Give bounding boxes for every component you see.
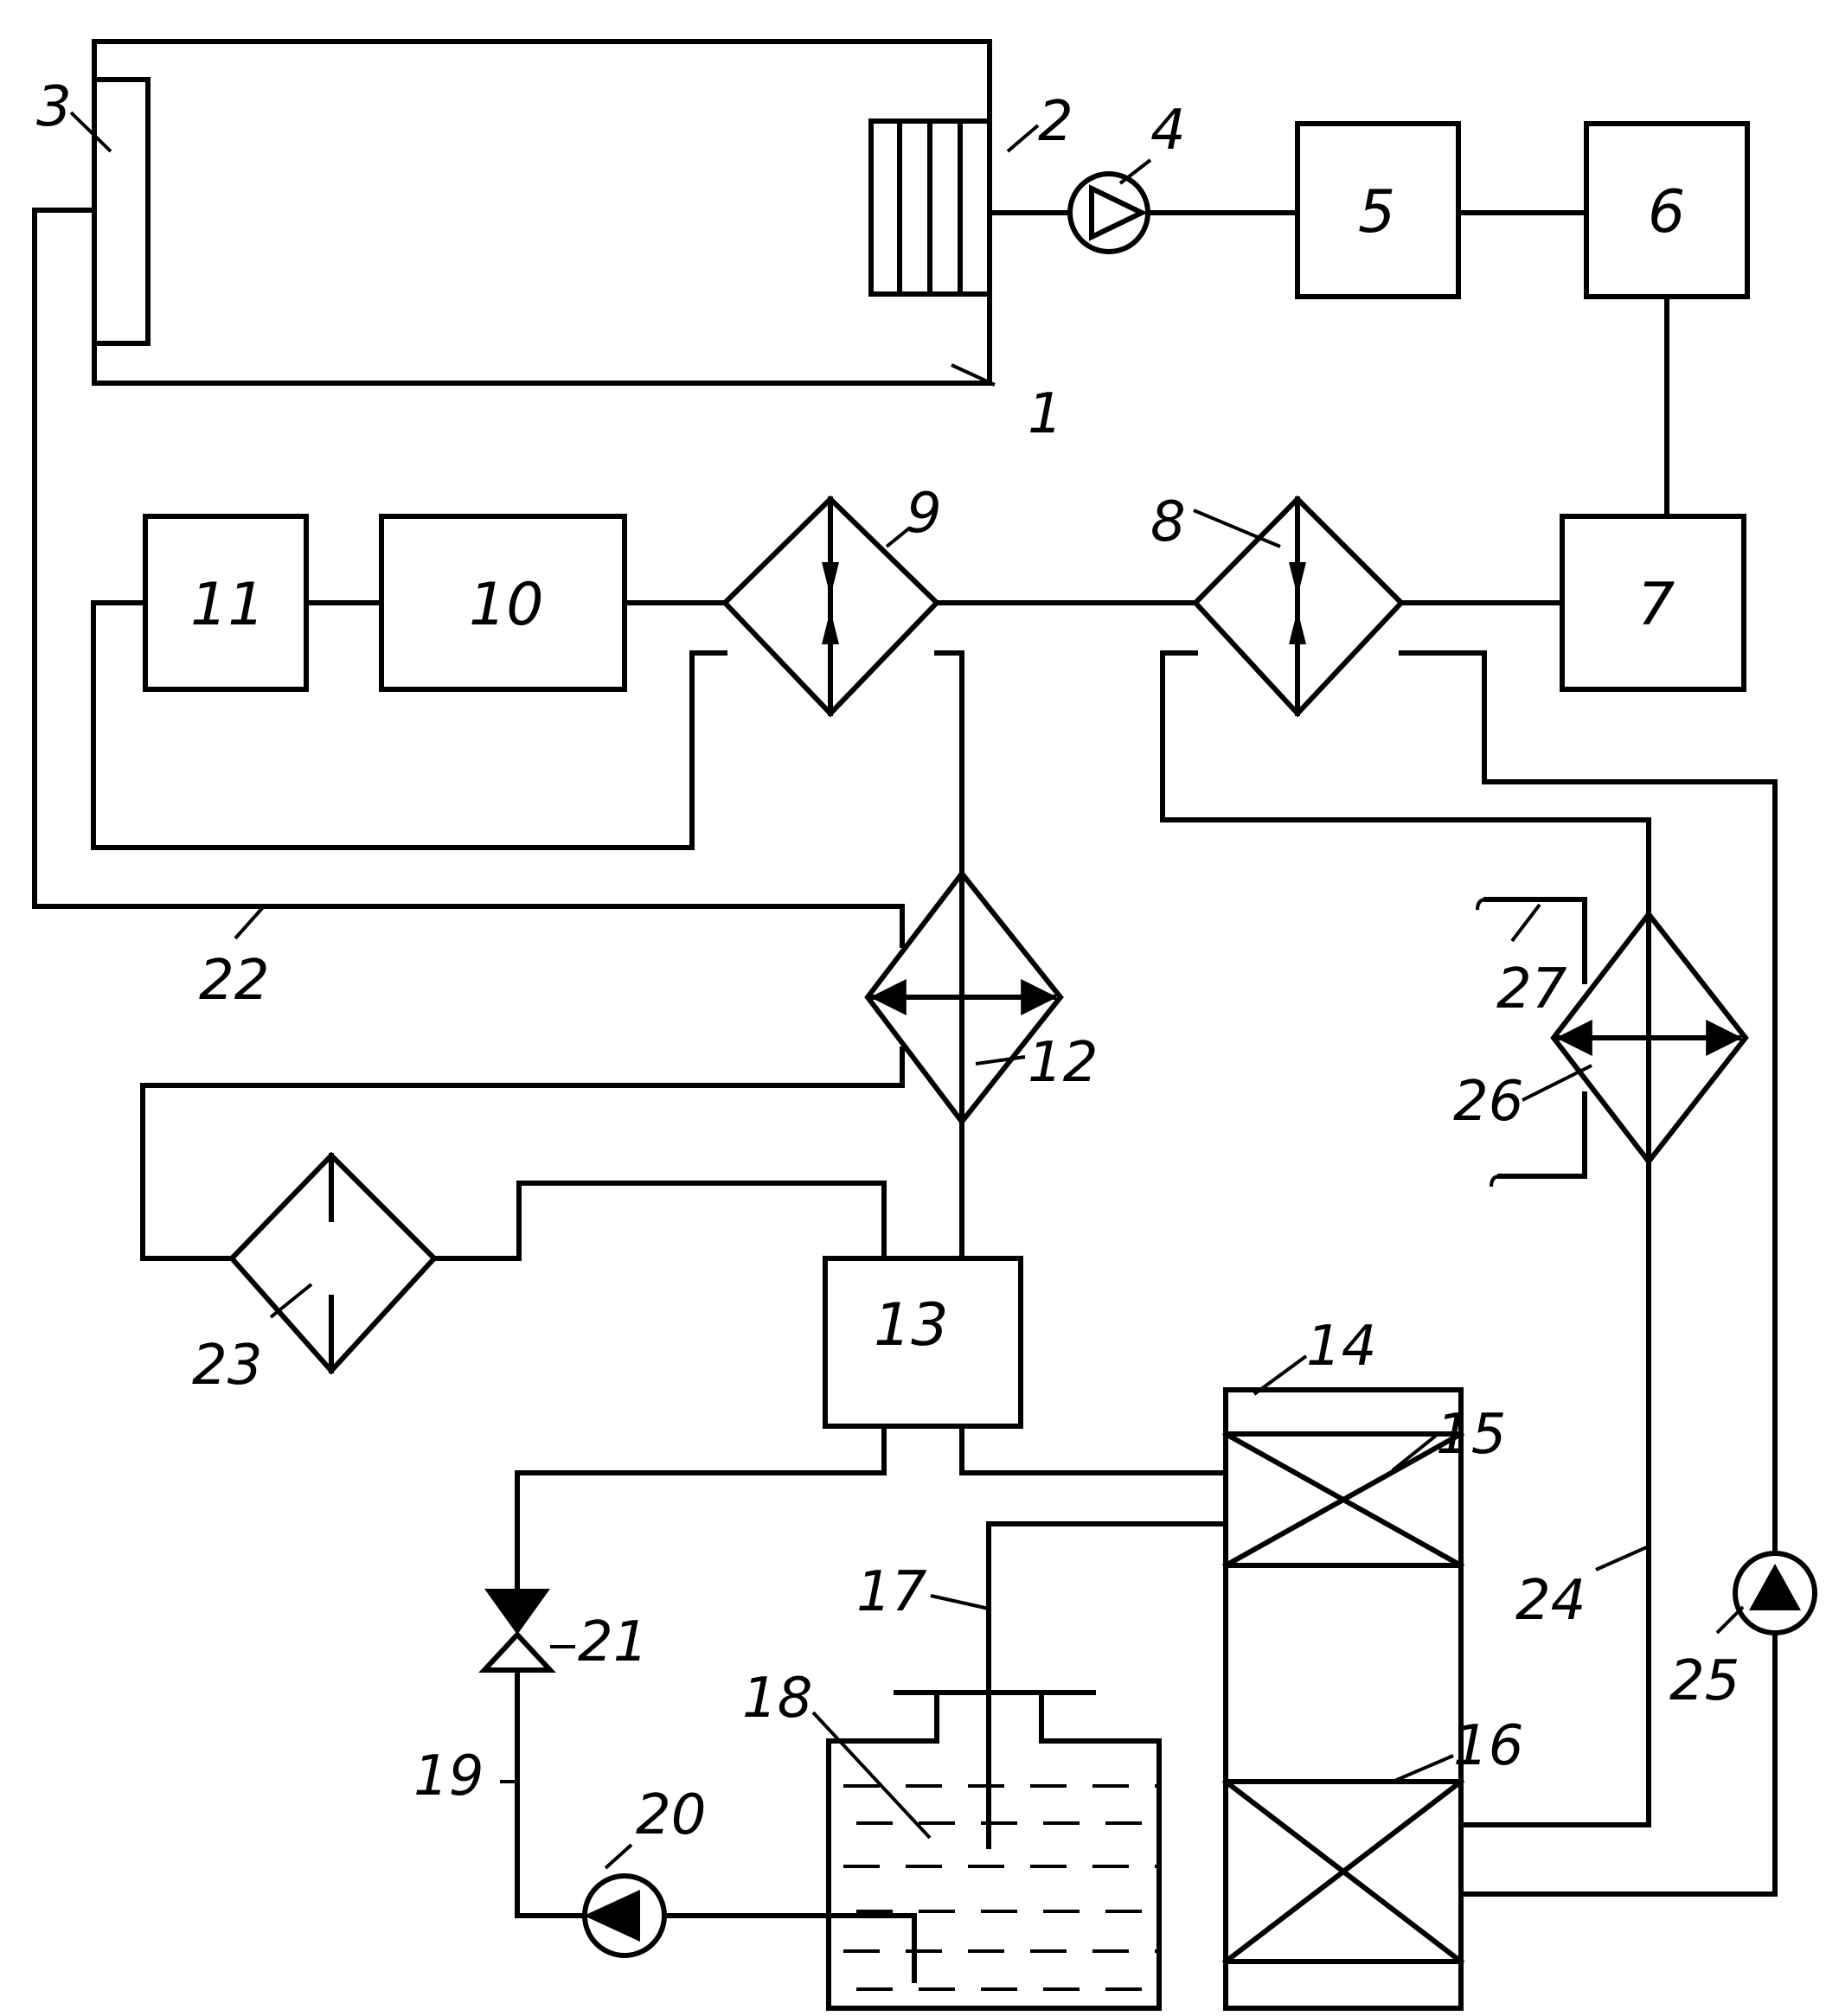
label-3: 3 [36, 75, 72, 139]
label-4: 4 [1150, 99, 1186, 163]
label-25: 25 [1669, 1649, 1740, 1713]
column-14 [1226, 1390, 1461, 2008]
label-8: 8 [1150, 490, 1186, 554]
tank-18 [829, 1693, 1159, 2008]
label-24: 24 [1515, 1569, 1586, 1633]
label-14: 14 [1306, 1315, 1376, 1379]
valve-21 [484, 1589, 550, 1670]
label-16: 16 [1453, 1714, 1523, 1778]
labels: 1 2 3 4 5 6 7 8 9 10 11 12 13 14 15 16 1… [36, 75, 1740, 1847]
label-17: 17 [856, 1560, 927, 1624]
pump-4 [1070, 174, 1148, 252]
grid-2 [871, 121, 990, 294]
label-13: 13 [874, 1291, 949, 1360]
label-6: 6 [1648, 178, 1685, 246]
label-26: 26 [1453, 1070, 1523, 1134]
label-23: 23 [192, 1334, 262, 1398]
label-19: 19 [413, 1744, 484, 1808]
label-1: 1 [1028, 382, 1063, 446]
label-11: 11 [190, 571, 266, 639]
label-12: 12 [1028, 1031, 1098, 1095]
label-15: 15 [1436, 1403, 1506, 1467]
exchanger-8 [1195, 499, 1401, 714]
label-18: 18 [742, 1667, 812, 1731]
plate-3 [94, 80, 148, 343]
label-2: 2 [1038, 90, 1073, 154]
label-21: 21 [578, 1610, 648, 1674]
label-20: 20 [636, 1783, 706, 1847]
chamber-1 [94, 42, 990, 383]
label-22: 22 [199, 949, 269, 1013]
pump-25 [1735, 1553, 1815, 1633]
label-10: 10 [469, 571, 544, 639]
pump-20 [584, 1876, 664, 1955]
label-27: 27 [1496, 957, 1567, 1021]
label-7: 7 [1637, 571, 1675, 639]
label-9: 9 [907, 482, 942, 546]
label-5: 5 [1358, 178, 1395, 246]
